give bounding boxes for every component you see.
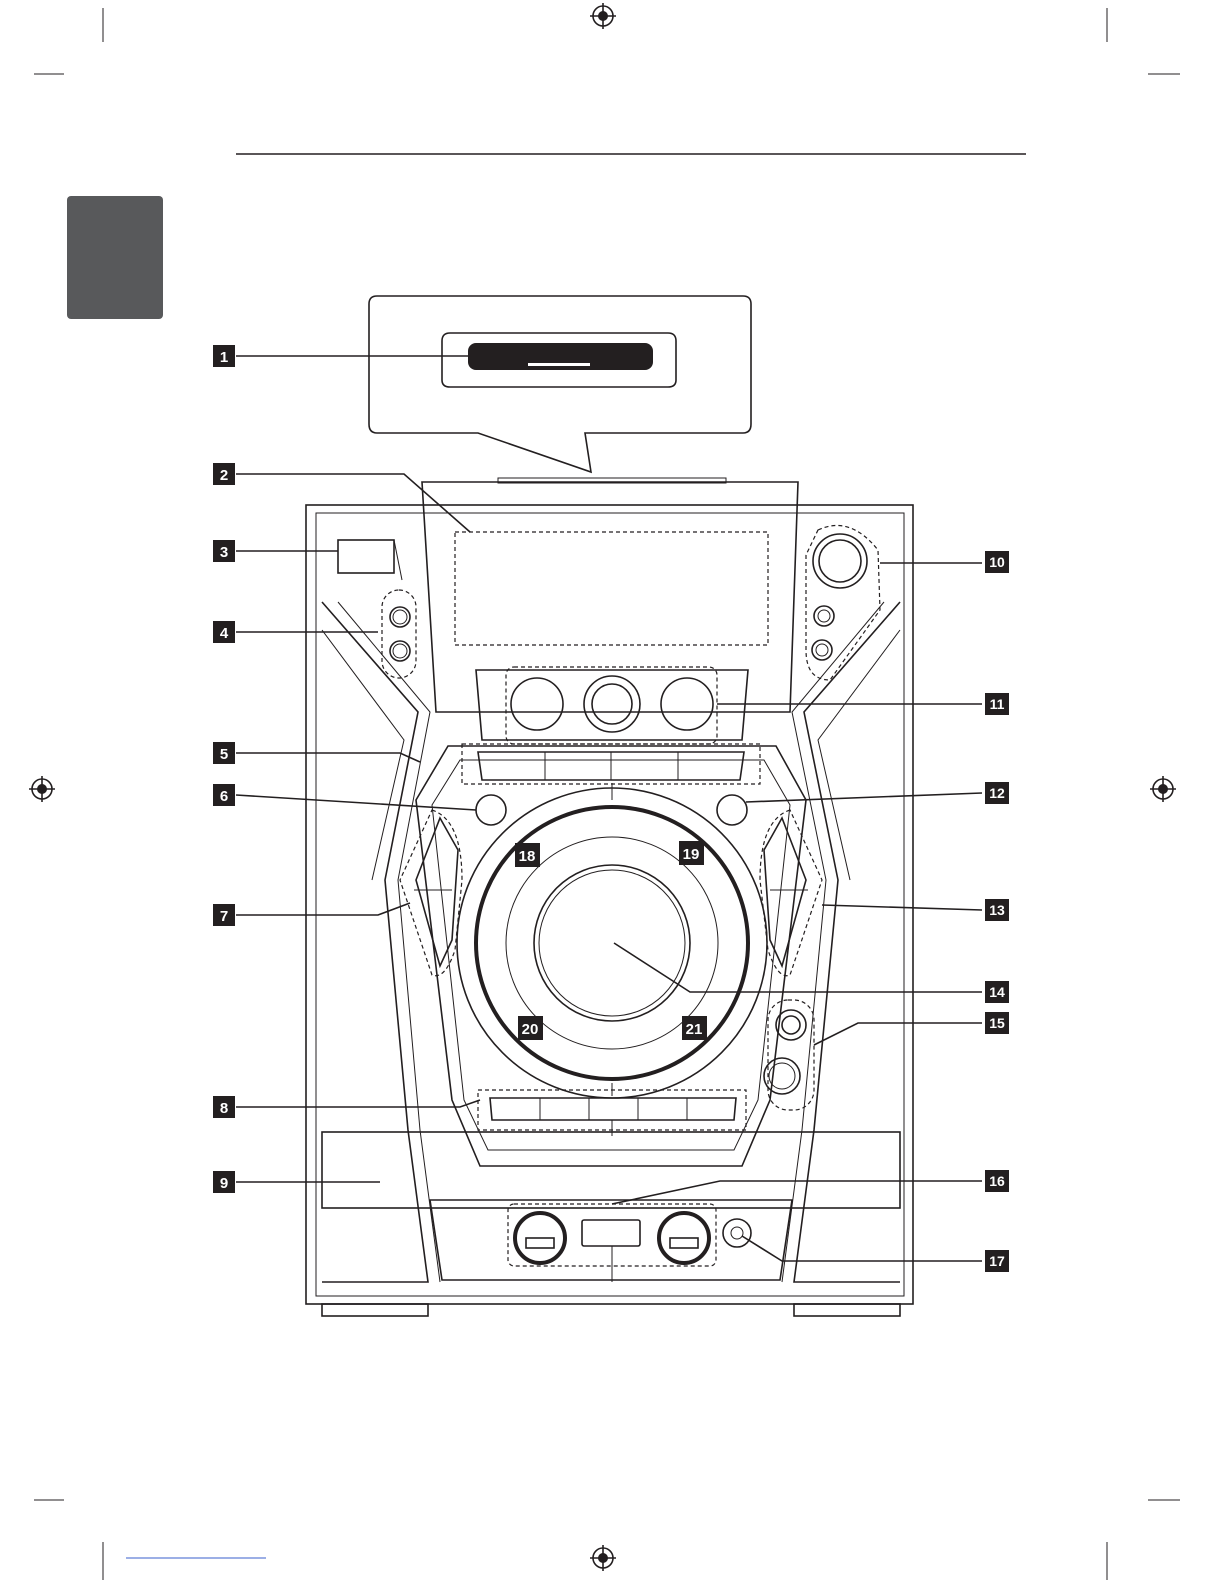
callout-17-label: 17 <box>989 1253 1005 1269</box>
top-right-controls <box>806 526 880 681</box>
callout-21-label: 21 <box>686 1021 703 1038</box>
zoom-callout-bubble <box>369 296 751 472</box>
callout-10: 10 <box>985 551 1009 573</box>
callout-12: 12 <box>985 782 1009 804</box>
control-knob-row <box>476 667 748 744</box>
callout-5: 5 <box>213 742 235 764</box>
registration-mark-bottom <box>590 1545 616 1571</box>
callout-8-label: 8 <box>220 1100 228 1117</box>
callout-17: 17 <box>985 1250 1009 1272</box>
callout-1: 1 <box>213 345 235 367</box>
speaker-dial <box>457 783 767 1098</box>
right-light-panel <box>760 810 822 976</box>
callout-19-label: 19 <box>683 846 700 863</box>
callout-2: 2 <box>213 463 235 485</box>
callout-3-label: 3 <box>220 544 228 561</box>
callout-11: 11 <box>985 693 1009 715</box>
callout-12-label: 12 <box>989 785 1005 801</box>
callout-4: 4 <box>213 621 235 643</box>
left-light-panel <box>400 810 462 976</box>
callout-8: 8 <box>213 1096 235 1118</box>
callout-6-label: 6 <box>220 788 228 805</box>
callout-3: 3 <box>213 540 235 562</box>
chapter-tab <box>67 196 163 319</box>
bottom-right-jack-inner <box>731 1227 743 1239</box>
left-side-button <box>476 795 506 825</box>
callout-18: 18 <box>515 843 540 867</box>
callout-18-label: 18 <box>519 848 536 865</box>
callout-19: 19 <box>679 841 704 865</box>
callout-10-label: 10 <box>989 554 1005 570</box>
callout-6: 6 <box>213 784 235 806</box>
registration-mark-right <box>1150 776 1176 802</box>
right-side-button <box>717 795 747 825</box>
callout-14: 14 <box>985 981 1009 1003</box>
left-wing <box>322 602 440 1282</box>
callout-7: 7 <box>213 904 235 926</box>
callout-7-label: 7 <box>220 908 228 925</box>
registration-mark-top <box>590 3 616 29</box>
callout-9-label: 9 <box>220 1175 228 1192</box>
callout-5-label: 5 <box>220 746 228 763</box>
registration-mark-left <box>29 776 55 802</box>
callout-21: 21 <box>682 1016 707 1040</box>
callout-20-label: 20 <box>522 1021 539 1038</box>
callout-15: 15 <box>985 1012 1009 1034</box>
callout-14-label: 14 <box>989 984 1005 1000</box>
callout-1-label: 1 <box>220 349 228 366</box>
bottom-ports <box>508 1204 716 1282</box>
callout-16: 16 <box>985 1170 1009 1192</box>
top-button-strip <box>462 744 760 784</box>
callout-2-label: 2 <box>220 467 228 484</box>
callout-13-label: 13 <box>989 902 1005 918</box>
callout-13: 13 <box>985 899 1009 921</box>
callout-15-label: 15 <box>989 1015 1005 1031</box>
callout-4-label: 4 <box>220 625 229 642</box>
bottom-button-strip <box>478 1090 746 1136</box>
top-left-controls <box>338 540 416 678</box>
callout-16-label: 16 <box>989 1173 1005 1189</box>
callout-9: 9 <box>213 1171 235 1193</box>
dock-connector <box>442 333 676 387</box>
bottom-right-jack <box>723 1219 751 1247</box>
callout-11-label: 11 <box>990 696 1005 712</box>
callout-20: 20 <box>518 1016 543 1040</box>
